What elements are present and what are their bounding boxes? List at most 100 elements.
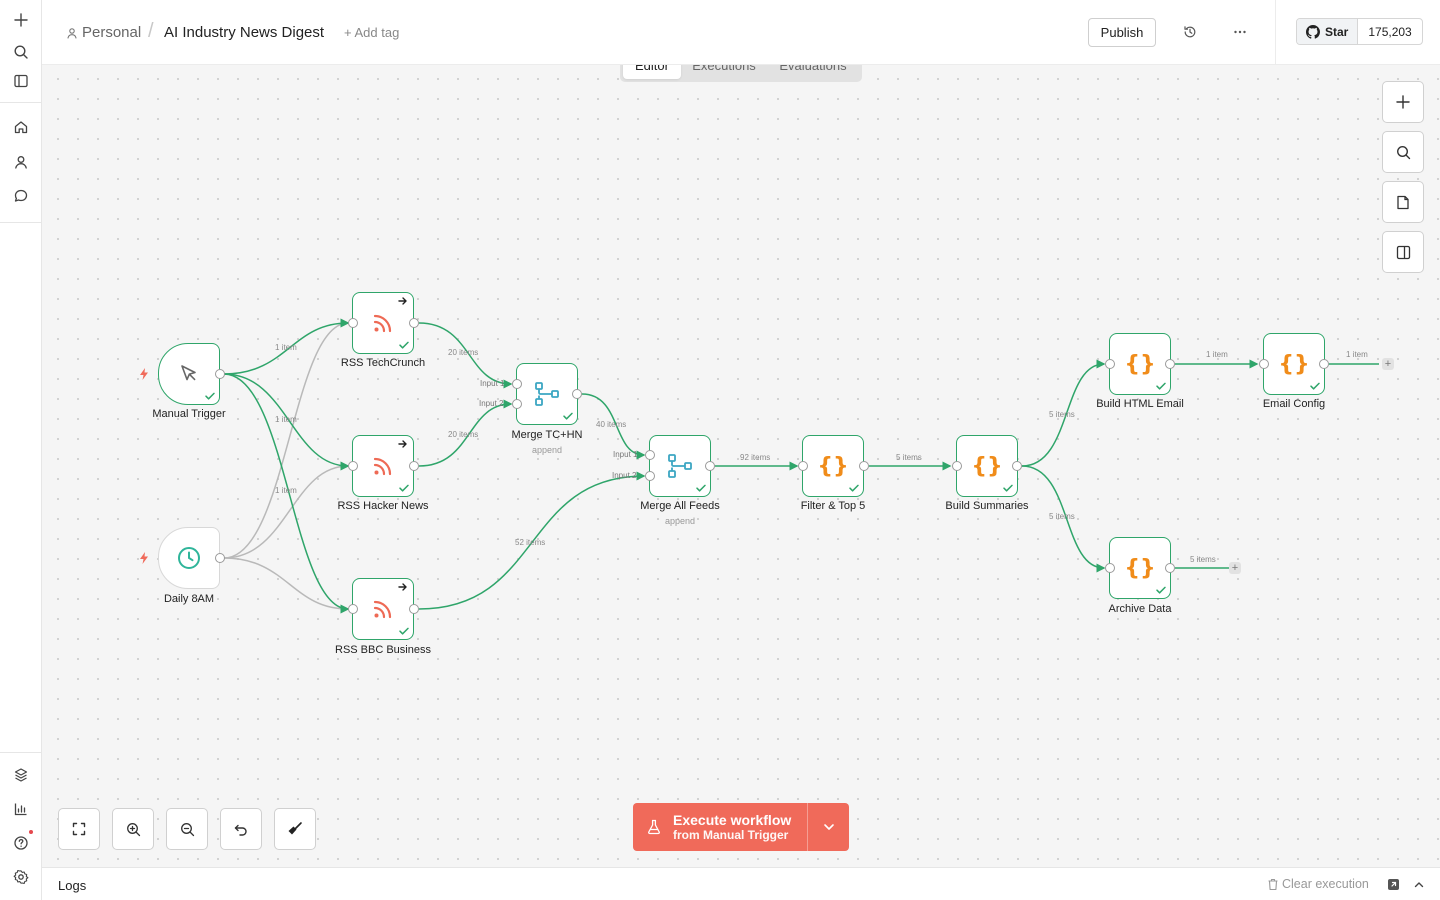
- input-label: Input 2: [612, 471, 637, 480]
- input-port[interactable]: [645, 450, 655, 460]
- more-options-icon[interactable]: [1230, 22, 1250, 42]
- edge-label: 40 items: [596, 420, 627, 429]
- output-port[interactable]: [1165, 563, 1175, 573]
- panel-toggle-icon[interactable]: [1382, 231, 1424, 273]
- execute-label: Execute workflow: [673, 811, 792, 828]
- node-rss-techcrunch[interactable]: [352, 292, 414, 354]
- tidy-up-broom-icon[interactable]: [274, 808, 316, 850]
- node-label: Build Summaries: [945, 500, 1029, 512]
- output-port[interactable]: [705, 461, 715, 471]
- success-check-icon: [696, 484, 706, 492]
- rss-icon: [353, 293, 413, 353]
- node-manual-trigger[interactable]: [158, 343, 220, 405]
- node-archive-data[interactable]: {}: [1109, 537, 1171, 599]
- github-star-widget[interactable]: Star 175,203: [1296, 18, 1423, 45]
- execute-workflow-button[interactable]: Execute workflow from Manual Trigger: [633, 803, 849, 851]
- input-port[interactable]: [952, 461, 962, 471]
- logs-title: Logs: [58, 878, 87, 893]
- undo-icon[interactable]: [220, 808, 262, 850]
- clear-execution-button[interactable]: Clear execution: [1267, 877, 1369, 891]
- github-star-button[interactable]: Star: [1297, 19, 1359, 44]
- svg-text:{}: {}: [1125, 556, 1155, 581]
- code-braces-icon: {}: [1264, 334, 1324, 394]
- workflow-canvas[interactable]: Editor Executions Evaluations: [42, 65, 1440, 867]
- rss-icon: [353, 436, 413, 496]
- node-build-summaries[interactable]: {}: [956, 435, 1018, 497]
- input-port[interactable]: [1105, 359, 1115, 369]
- search-nodes-icon[interactable]: [1382, 131, 1424, 173]
- output-port[interactable]: [409, 461, 419, 471]
- chat-icon[interactable]: [9, 184, 33, 208]
- chevron-down-icon[interactable]: [808, 803, 849, 851]
- input-port[interactable]: [1105, 563, 1115, 573]
- input-port[interactable]: [512, 379, 522, 389]
- success-check-icon: [1156, 586, 1166, 594]
- node-merge-all-feeds[interactable]: [649, 435, 711, 497]
- home-icon[interactable]: [9, 115, 33, 139]
- logs-panel[interactable]: Logs Clear execution: [42, 867, 1440, 900]
- node-rss-hacker-news[interactable]: [352, 435, 414, 497]
- breadcrumb-project[interactable]: Personal: [66, 24, 141, 41]
- add-node-icon[interactable]: [1382, 81, 1424, 123]
- history-icon[interactable]: [1180, 22, 1200, 42]
- output-port[interactable]: [409, 318, 419, 328]
- templates-icon[interactable]: [9, 763, 33, 787]
- node-daily-8am[interactable]: [158, 527, 220, 589]
- edge-label: 20 items: [448, 348, 479, 357]
- help-icon[interactable]: [9, 831, 33, 855]
- input-port[interactable]: [348, 604, 358, 614]
- publish-button[interactable]: Publish: [1088, 18, 1156, 47]
- node-label: Merge All Feeds: [640, 500, 720, 512]
- code-braces-icon: {}: [803, 436, 863, 496]
- node-build-html-email[interactable]: {}: [1109, 333, 1171, 395]
- sidebar-toggle-icon[interactable]: [9, 69, 33, 93]
- zoom-out-icon[interactable]: [166, 808, 208, 850]
- fit-view-icon[interactable]: [58, 808, 100, 850]
- node-label: Filter & Top 5: [800, 500, 866, 512]
- output-port[interactable]: [572, 389, 582, 399]
- cursor-icon: [159, 344, 219, 404]
- svg-text:{}: {}: [1279, 352, 1309, 377]
- zoom-in-icon[interactable]: [112, 808, 154, 850]
- input-port[interactable]: [1259, 359, 1269, 369]
- input-port[interactable]: [348, 318, 358, 328]
- sticky-note-icon[interactable]: [1382, 181, 1424, 223]
- node-filter-top-5[interactable]: {}: [802, 435, 864, 497]
- edge-label: 20 items: [448, 430, 479, 439]
- input-port[interactable]: [512, 399, 522, 409]
- node-rss-bbc-business[interactable]: [352, 578, 414, 640]
- output-port[interactable]: [1165, 359, 1175, 369]
- add-tag-link[interactable]: + Add tag: [344, 25, 400, 40]
- edge-label: 5 items: [1049, 410, 1075, 419]
- tab-evaluations[interactable]: Evaluations: [779, 65, 847, 73]
- input-port[interactable]: [348, 461, 358, 471]
- output-port[interactable]: [215, 553, 225, 563]
- output-port[interactable]: [409, 604, 419, 614]
- insights-chart-icon[interactable]: [9, 797, 33, 821]
- input-port[interactable]: [798, 461, 808, 471]
- user-icon[interactable]: [9, 150, 33, 174]
- edge-label: 1 item: [275, 343, 297, 352]
- node-merge-tc-hn[interactable]: [516, 363, 578, 425]
- workflow-title[interactable]: AI Industry News Digest: [164, 24, 325, 41]
- add-icon[interactable]: [9, 8, 33, 32]
- tab-executions[interactable]: Executions: [692, 65, 756, 73]
- settings-gear-icon[interactable]: [9, 865, 33, 889]
- node-subtitle: append: [664, 516, 696, 526]
- output-port[interactable]: [859, 461, 869, 471]
- chevron-up-icon[interactable]: [1412, 877, 1426, 891]
- success-check-icon: [849, 484, 859, 492]
- add-node-plus-icon[interactable]: +: [1382, 358, 1394, 370]
- search-icon[interactable]: [9, 40, 33, 64]
- add-node-plus-icon[interactable]: +: [1229, 562, 1241, 574]
- node-email-config[interactable]: {}: [1263, 333, 1325, 395]
- node-label: Manual Trigger: [152, 408, 226, 420]
- pop-out-icon[interactable]: [1386, 877, 1400, 891]
- input-port[interactable]: [645, 471, 655, 481]
- output-port[interactable]: [1012, 461, 1022, 471]
- person-icon: [66, 27, 78, 39]
- output-port[interactable]: [215, 369, 225, 379]
- output-port[interactable]: [1319, 359, 1329, 369]
- execute-workflow-main[interactable]: Execute workflow from Manual Trigger: [633, 803, 808, 851]
- tab-editor[interactable]: Editor: [623, 65, 681, 79]
